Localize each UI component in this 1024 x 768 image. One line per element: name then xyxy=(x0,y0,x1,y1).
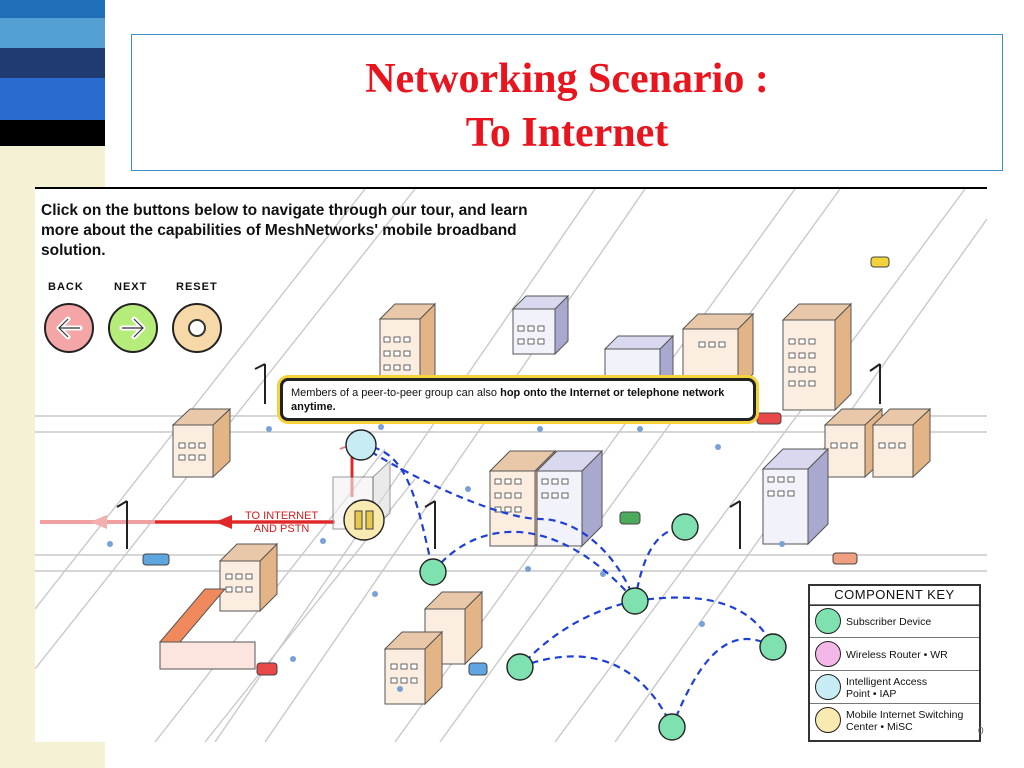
key-label: Wireless Router • WR xyxy=(846,648,948,661)
back-button[interactable] xyxy=(44,303,94,353)
access-point-icon xyxy=(815,674,841,700)
back-label: BACK xyxy=(48,281,84,293)
building xyxy=(761,447,830,546)
building xyxy=(383,630,444,706)
city-mesh-map: Click on the buttons below to navigate t… xyxy=(35,187,987,742)
callout-text-plain: Members of a peer-to-peer group can also xyxy=(291,387,501,399)
car xyxy=(619,511,641,525)
page-number: 0 xyxy=(978,726,984,737)
switching-center-node xyxy=(343,499,385,541)
next-button[interactable] xyxy=(108,303,158,353)
slide-title-line2: To Internet xyxy=(465,110,669,156)
title-box: Networking Scenario : To Internet xyxy=(131,34,1003,171)
key-label: Intelligent Access Point • IAP xyxy=(846,675,928,700)
key-row-iap: Intelligent Access Point • IAP xyxy=(810,670,979,703)
slide-title-line1: Networking Scenario : xyxy=(365,56,769,102)
key-row-subscriber: Subscriber Device xyxy=(810,604,979,637)
switching-center-icon xyxy=(815,707,841,733)
car xyxy=(468,662,488,676)
access-point-node xyxy=(345,429,377,461)
key-label: Subscriber Device xyxy=(846,615,932,628)
key-row-router: Wireless Router • WR xyxy=(810,637,979,670)
car xyxy=(832,552,858,565)
reset-label: RESET xyxy=(176,281,218,293)
callout-text-bold: hop onto the Internet or telephone netwo… xyxy=(291,387,725,413)
component-key-title: COMPONENT KEY xyxy=(810,586,979,606)
car xyxy=(870,256,890,268)
reset-circle-icon xyxy=(188,319,206,337)
subscriber-node xyxy=(419,558,447,586)
wireless-router-icon xyxy=(815,641,841,667)
reset-button[interactable] xyxy=(172,303,222,353)
key-row-misc: Mobile Internet Switching Center • MiSC xyxy=(810,703,979,740)
subscriber-node xyxy=(621,587,649,615)
subscriber-device-icon xyxy=(815,608,841,634)
building xyxy=(511,294,570,356)
arrow-right-icon xyxy=(119,316,146,340)
subscriber-node xyxy=(759,633,787,661)
building xyxy=(218,542,279,613)
subscriber-node xyxy=(671,513,699,541)
key-label: Mobile Internet Switching Center • MiSC xyxy=(846,708,964,733)
component-key: COMPONENT KEY Subscriber Device Wireless… xyxy=(808,584,981,742)
internet-label-line1: TO INTERNET xyxy=(245,510,319,522)
tour-intro-text: Click on the buttons below to navigate t… xyxy=(41,202,528,259)
car xyxy=(256,662,278,676)
building xyxy=(781,302,853,412)
next-label: NEXT xyxy=(114,281,148,293)
building xyxy=(871,407,932,479)
info-callout: Members of a peer-to-peer group can also… xyxy=(280,378,756,421)
internet-label-line2: AND PSTN xyxy=(253,523,310,535)
subscriber-node xyxy=(506,653,534,681)
car xyxy=(756,412,782,425)
internet-pstn-label: TO INTERNET AND PSTN xyxy=(245,510,318,536)
car xyxy=(142,553,170,566)
long-building xyxy=(159,641,256,670)
subscriber-node xyxy=(658,713,686,741)
building xyxy=(423,590,484,666)
arrow-left-icon xyxy=(56,316,83,340)
building xyxy=(535,449,604,548)
building xyxy=(171,407,232,479)
